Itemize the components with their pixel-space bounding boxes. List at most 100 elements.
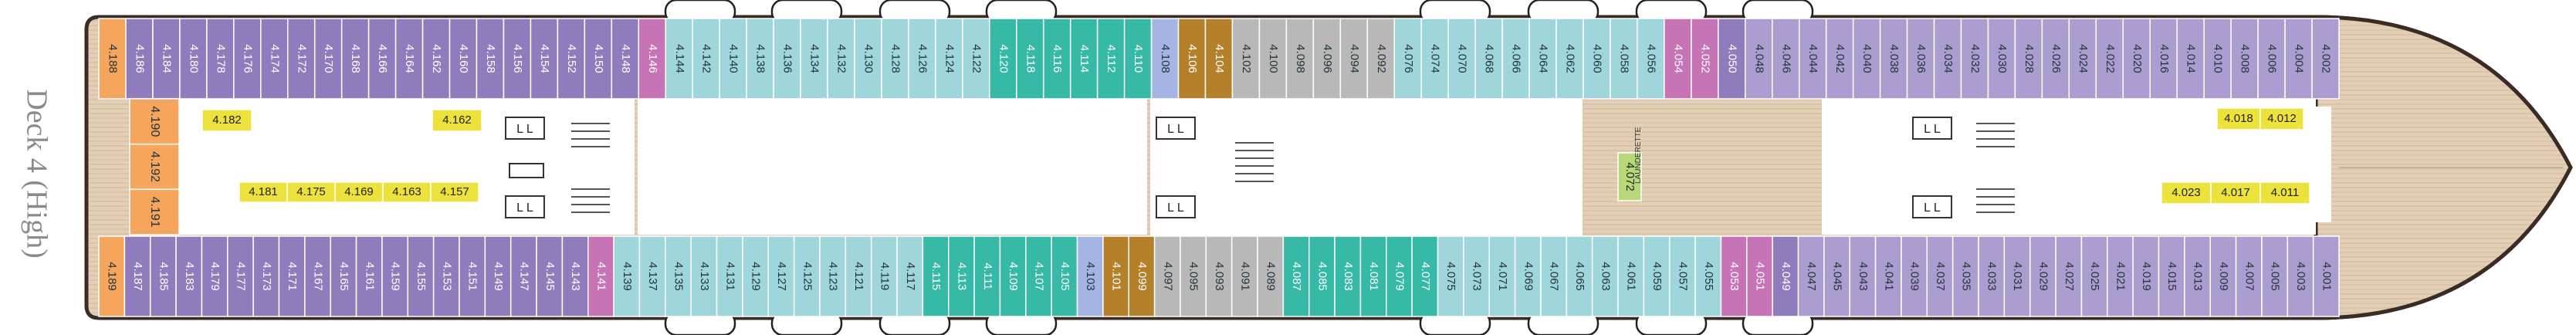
cabin-4-182[interactable]: 4.182 xyxy=(201,109,252,132)
cabin-4-096[interactable]: 4.096 xyxy=(1312,18,1342,100)
cabin-4-032[interactable]: 4.032 xyxy=(1960,18,1989,100)
cabin-4-183[interactable]: 4.183 xyxy=(175,235,203,317)
cabin-4-016[interactable]: 4.016 xyxy=(2149,18,2178,100)
cabin-4-008[interactable]: 4.008 xyxy=(2230,18,2259,100)
cabin-4-001[interactable]: 4.001 xyxy=(2312,235,2340,317)
cabin-4-062[interactable]: 4.062 xyxy=(1555,18,1584,100)
cabin-4-038[interactable]: 4.038 xyxy=(1879,18,1908,100)
cabin-4-151[interactable]: 4.151 xyxy=(459,235,486,317)
cabin-4-153[interactable]: 4.153 xyxy=(432,235,460,317)
cabin-4-101[interactable]: 4.101 xyxy=(1102,235,1130,317)
cabin-4-052[interactable]: 4.052 xyxy=(1691,18,1719,100)
cabin-4-075[interactable]: 4.075 xyxy=(1437,235,1464,317)
cabin-4-011[interactable]: 4.011 xyxy=(2260,181,2310,205)
cabin-4-133[interactable]: 4.133 xyxy=(690,235,718,317)
cabin-4-095[interactable]: 4.095 xyxy=(1180,235,1207,317)
cabin-4-071[interactable]: 4.071 xyxy=(1488,235,1516,317)
cabin-4-017[interactable]: 4.017 xyxy=(2210,181,2261,205)
cabin-4-190[interactable]: 4.190 xyxy=(129,98,180,145)
cabin-4-102[interactable]: 4.102 xyxy=(1231,18,1261,100)
cabin-4-010[interactable]: 4.010 xyxy=(2203,18,2232,100)
cabin-4-047[interactable]: 4.047 xyxy=(1797,235,1825,317)
cabin-4-148[interactable]: 4.148 xyxy=(611,18,640,100)
cabin-4-192[interactable]: 4.192 xyxy=(129,143,180,191)
cabin-4-152[interactable]: 4.152 xyxy=(557,18,586,100)
cabin-4-132[interactable]: 4.132 xyxy=(827,18,855,100)
cabin-4-158[interactable]: 4.158 xyxy=(476,18,505,100)
cabin-4-039[interactable]: 4.039 xyxy=(1901,235,1928,317)
cabin-4-131[interactable]: 4.131 xyxy=(716,235,743,317)
cabin-4-159[interactable]: 4.159 xyxy=(381,235,409,317)
cabin-4-034[interactable]: 4.034 xyxy=(1933,18,1962,100)
cabin-4-072[interactable]: 4.072 xyxy=(1617,152,1642,201)
cabin-4-065[interactable]: 4.065 xyxy=(1566,235,1593,317)
cabin-4-108[interactable]: 4.108 xyxy=(1150,18,1180,100)
cabin-4-100[interactable]: 4.100 xyxy=(1258,18,1288,100)
cabin-4-021[interactable]: 4.021 xyxy=(2107,235,2134,317)
cabin-4-092[interactable]: 4.092 xyxy=(1366,18,1396,100)
cabin-4-189[interactable]: 4.189 xyxy=(98,235,126,317)
cabin-4-063[interactable]: 4.063 xyxy=(1591,235,1619,317)
cabin-4-154[interactable]: 4.154 xyxy=(530,18,559,100)
cabin-4-083[interactable]: 4.083 xyxy=(1334,235,1362,317)
cabin-4-057[interactable]: 4.057 xyxy=(1668,235,1696,317)
cabin-4-049[interactable]: 4.049 xyxy=(1772,235,1799,317)
cabin-4-069[interactable]: 4.069 xyxy=(1514,235,1542,317)
cabin-4-104[interactable]: 4.104 xyxy=(1204,18,1234,100)
cabin-4-175[interactable]: 4.175 xyxy=(286,181,336,203)
cabin-4-121[interactable]: 4.121 xyxy=(845,235,872,317)
cabin-4-109[interactable]: 4.109 xyxy=(999,235,1027,317)
cabin-4-165[interactable]: 4.165 xyxy=(330,235,357,317)
cabin-4-059[interactable]: 4.059 xyxy=(1643,235,1671,317)
cabin-4-099[interactable]: 4.099 xyxy=(1128,235,1156,317)
cabin-4-023[interactable]: 4.023 xyxy=(2161,181,2212,205)
cabin-4-079[interactable]: 4.079 xyxy=(1386,235,1413,317)
cabin-4-113[interactable]: 4.113 xyxy=(948,235,975,317)
cabin-4-115[interactable]: 4.115 xyxy=(922,235,949,317)
cabin-4-118[interactable]: 4.118 xyxy=(1016,18,1044,100)
cabin-4-127[interactable]: 4.127 xyxy=(767,235,795,317)
cabin-4-107[interactable]: 4.107 xyxy=(1025,235,1052,317)
cabin-4-138[interactable]: 4.138 xyxy=(746,18,774,100)
cabin-4-177[interactable]: 4.177 xyxy=(227,235,254,317)
cabin-4-135[interactable]: 4.135 xyxy=(665,235,692,317)
cabin-4-143[interactable]: 4.143 xyxy=(561,235,589,317)
cabin-4-022[interactable]: 4.022 xyxy=(2095,18,2124,100)
cabin-4-150[interactable]: 4.150 xyxy=(584,18,613,100)
cabin-4-012[interactable]: 4.012 xyxy=(2260,107,2304,130)
cabin-4-174[interactable]: 4.174 xyxy=(260,18,289,100)
cabin-4-050[interactable]: 4.050 xyxy=(1718,18,1746,100)
cabin-4-028[interactable]: 4.028 xyxy=(2014,18,2043,100)
cabin-4-006[interactable]: 4.006 xyxy=(2257,18,2286,100)
cabin-4-041[interactable]: 4.041 xyxy=(1874,235,1902,317)
cabin-4-126[interactable]: 4.126 xyxy=(908,18,936,100)
cabin-4-191[interactable]: 4.191 xyxy=(129,188,180,235)
cabin-4-009[interactable]: 4.009 xyxy=(2209,235,2237,317)
cabin-4-145[interactable]: 4.145 xyxy=(536,235,564,317)
cabin-4-110[interactable]: 4.110 xyxy=(1123,18,1153,100)
cabin-4-024[interactable]: 4.024 xyxy=(2068,18,2097,100)
cabin-4-168[interactable]: 4.168 xyxy=(340,18,370,100)
cabin-4-031[interactable]: 4.031 xyxy=(2003,235,2031,317)
cabin-4-098[interactable]: 4.098 xyxy=(1285,18,1315,100)
cabin-4-124[interactable]: 4.124 xyxy=(935,18,963,100)
cabin-4-055[interactable]: 4.055 xyxy=(1694,235,1722,317)
cabin-4-007[interactable]: 4.007 xyxy=(2235,235,2263,317)
cabin-4-125[interactable]: 4.125 xyxy=(793,235,821,317)
cabin-4-149[interactable]: 4.149 xyxy=(484,235,512,317)
cabin-4-164[interactable]: 4.164 xyxy=(394,18,424,100)
cabin-4-043[interactable]: 4.043 xyxy=(1849,235,1877,317)
cabin-4-139[interactable]: 4.139 xyxy=(613,235,641,317)
cabin-4-027[interactable]: 4.027 xyxy=(2055,235,2083,317)
cabin-4-004[interactable]: 4.004 xyxy=(2284,18,2313,100)
cabin-4-053[interactable]: 4.053 xyxy=(1720,235,1748,317)
cabin-4-123[interactable]: 4.123 xyxy=(819,235,847,317)
cabin-4-146[interactable]: 4.146 xyxy=(638,18,666,100)
cabin-4-013[interactable]: 4.013 xyxy=(2184,235,2211,317)
cabin-4-111[interactable]: 4.111 xyxy=(973,235,1001,317)
cabin-4-171[interactable]: 4.171 xyxy=(278,235,306,317)
cabin-4-020[interactable]: 4.020 xyxy=(2122,18,2151,100)
cabin-4-185[interactable]: 4.185 xyxy=(149,235,177,317)
cabin-4-089[interactable]: 4.089 xyxy=(1257,235,1285,317)
cabin-4-178[interactable]: 4.178 xyxy=(206,18,235,100)
